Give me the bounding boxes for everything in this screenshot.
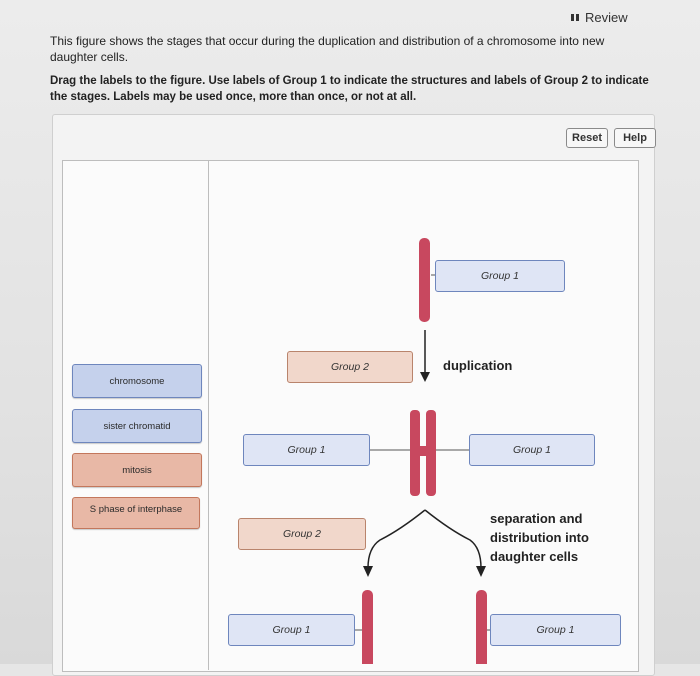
help-button[interactable]: Help bbox=[614, 128, 656, 148]
separation-arrow-left bbox=[367, 509, 426, 569]
stage-separation-text: separation and distribution into daughte… bbox=[490, 511, 589, 564]
drop-target-middle-left[interactable]: Group 1 bbox=[243, 434, 370, 466]
drop-target-stage-upper[interactable]: Group 2 bbox=[287, 351, 413, 383]
drop-target-top-right[interactable]: Group 1 bbox=[435, 260, 565, 292]
reset-button[interactable]: Reset bbox=[566, 128, 608, 148]
chromosome-top-shape bbox=[419, 238, 430, 322]
sister-chromatid-right-shape bbox=[426, 410, 436, 496]
separation-arrowhead-right bbox=[476, 566, 486, 577]
review-link[interactable]: Review bbox=[571, 10, 628, 25]
centromere-shape bbox=[418, 446, 428, 456]
separation-arrowhead-left bbox=[363, 566, 373, 577]
label-bank-divider bbox=[208, 160, 209, 670]
sister-chromatid-left-shape bbox=[410, 410, 420, 496]
label-sister-chromatid[interactable]: sister chromatid bbox=[72, 409, 202, 443]
duplication-arrowhead bbox=[420, 372, 430, 382]
review-label: Review bbox=[585, 10, 628, 25]
daughter-chromosome-left-shape bbox=[362, 590, 373, 664]
drop-target-middle-right[interactable]: Group 1 bbox=[469, 434, 595, 466]
instructions-text: Drag the labels to the figure. Use label… bbox=[50, 75, 649, 103]
label-s-phase[interactable]: S phase of interphase bbox=[72, 497, 200, 529]
stage-duplication-text: duplication bbox=[443, 358, 513, 373]
drop-target-stage-lower[interactable]: Group 2 bbox=[238, 518, 366, 550]
drop-target-bottom-left[interactable]: Group 1 bbox=[228, 614, 355, 646]
intro-text: This figure shows the stages that occur … bbox=[50, 34, 605, 64]
label-mitosis[interactable]: mitosis bbox=[72, 453, 202, 487]
label-chromosome[interactable]: chromosome bbox=[72, 364, 202, 398]
separation-arrow-right bbox=[424, 509, 482, 569]
daughter-chromosome-right-shape bbox=[476, 590, 487, 664]
drop-target-bottom-right[interactable]: Group 1 bbox=[490, 614, 621, 646]
review-icon bbox=[571, 14, 579, 21]
